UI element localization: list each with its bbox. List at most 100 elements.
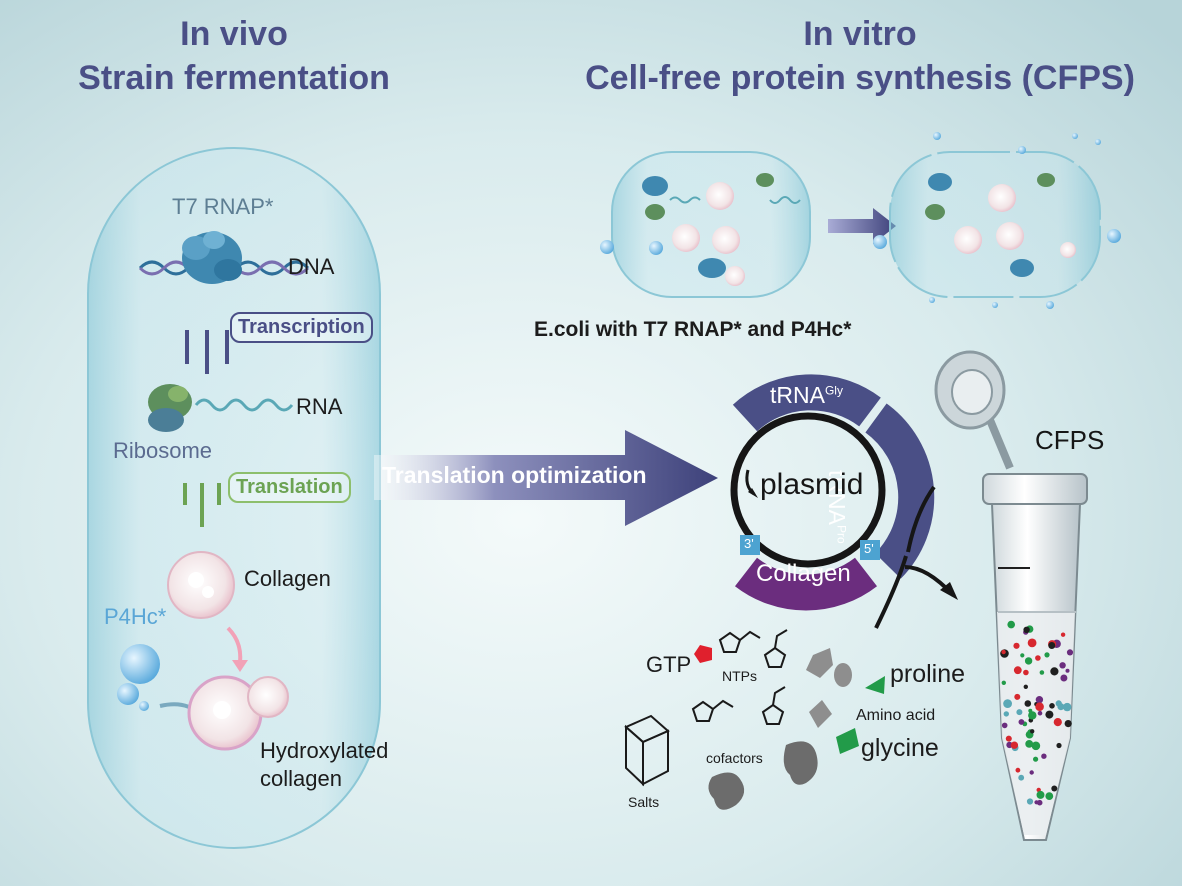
in-vivo-title-line2: Strain fermentation (78, 59, 390, 97)
trna-gly-label: tRNAGly (770, 382, 843, 409)
tube-particle (1024, 657, 1033, 665)
cofactor-icon-1 (783, 741, 818, 785)
tube-particle (1035, 702, 1044, 711)
tube-particle (1018, 719, 1025, 725)
amino-acid-label: Amino acid (856, 707, 936, 724)
tube-particle (1045, 710, 1054, 719)
tube-particle (1057, 703, 1065, 711)
ribosome-label: Ribosome (113, 438, 213, 463)
tube-particle (1030, 729, 1035, 734)
cofactors-label: cofactors (706, 750, 763, 766)
salts-label: Salts (628, 794, 660, 810)
p4hc-bubble (120, 644, 160, 684)
gtp-label: GTP (646, 652, 692, 677)
tube-particle (1053, 718, 1062, 727)
collagen-segment-label: Collagen (756, 560, 851, 587)
tube-particle (1065, 668, 1070, 673)
in-vitro-title-line2: Cell-free protein synthesis (CFPS) (585, 59, 1135, 97)
proline-icon (865, 676, 885, 694)
tube-particle (1027, 638, 1037, 648)
tube-particle (1035, 655, 1041, 661)
tube-particle (1001, 722, 1008, 729)
tube-particle (1051, 785, 1058, 792)
hydroxylated-line1: Hydroxylated (260, 738, 389, 763)
in-vitro-title: In vitro Cell-free protein synthesis (CF… (560, 12, 1160, 100)
hydroxylated-line2: collagen (260, 766, 342, 791)
tube-particle (1023, 669, 1029, 676)
tube-particle (1064, 720, 1072, 728)
tube-particle (1056, 742, 1062, 749)
collagen-label: Collagen (244, 566, 331, 591)
tube-particle (1031, 741, 1041, 751)
cfps-label: CFPS (1035, 425, 1105, 455)
tube-particle (1003, 711, 1009, 717)
tube-particle (1020, 653, 1025, 658)
in-vivo-title-line1: In vivo (180, 15, 288, 53)
tube-particles (1000, 620, 1074, 806)
tube-particle (1049, 703, 1055, 709)
amino-acid-grey-1 (806, 648, 833, 678)
t7-rnap-icon (182, 231, 242, 284)
tube-particle (1059, 662, 1066, 669)
glycine-icon (836, 728, 859, 754)
tube-particle (1036, 790, 1045, 799)
tube-particle (1014, 693, 1021, 700)
lysis-arrow (828, 208, 896, 244)
tube-particle (1066, 649, 1074, 656)
tube-particle (1033, 756, 1039, 762)
amino-acid-grey-2 (834, 663, 852, 687)
tube-particle (1023, 684, 1028, 689)
tube-particle (1060, 632, 1066, 637)
tube-particle (1041, 753, 1047, 759)
in-vitro-title-line1: In vitro (803, 15, 917, 53)
tube-particle (1013, 642, 1020, 649)
tube-particle (1023, 626, 1030, 633)
hydroxylated-collagen-label: Hydroxylated collagen (260, 737, 388, 793)
plasmid-label: plasmid (760, 468, 864, 501)
gtp-icon (694, 645, 712, 663)
trna-gly-sup: Gly (824, 383, 843, 398)
ecoli-cell-2 (889, 151, 1101, 298)
ribosome-icon (148, 384, 192, 432)
in-vivo-title: In vivo Strain fermentation (64, 12, 404, 100)
ecoli-caption: E.coli with T7 RNAP* and P4Hc* (534, 318, 852, 341)
proline-label: proline (890, 660, 966, 688)
tube-particle (1001, 680, 1006, 685)
salts-icon (624, 714, 670, 787)
tube-particle (1016, 709, 1023, 716)
glycine-label: glycine (861, 734, 939, 762)
cofactor-icon-2 (708, 772, 745, 810)
t7-rnap-label: T7 RNAP* (172, 194, 274, 219)
tube-particle (1048, 642, 1056, 649)
trna-pro-sup: Pro (834, 524, 849, 544)
tube-particle (1007, 620, 1015, 629)
translation-optimization-arrow (374, 430, 718, 526)
tube-particle (1003, 699, 1012, 708)
tube-particle (1024, 700, 1032, 707)
tube-particle (1015, 767, 1021, 773)
tube-particle (1001, 649, 1006, 655)
trna-gly-text: tRNA (770, 382, 825, 408)
tube-particle (1045, 792, 1054, 800)
tube-particle (1035, 696, 1044, 704)
tube-particle (1018, 774, 1025, 781)
tube-particle (1005, 735, 1012, 742)
tube-particle (1025, 740, 1034, 748)
tube-particle (1063, 702, 1072, 712)
tube-particle (1039, 670, 1045, 675)
tube-particle (1028, 711, 1037, 720)
translation-badge: Translation (228, 472, 351, 503)
tube-particle (1013, 666, 1022, 675)
dna-label: DNA (288, 254, 335, 279)
five-prime-label: 5' (864, 541, 874, 556)
tube-particle (1026, 798, 1034, 805)
tube-particle (1036, 799, 1043, 806)
transcription-badge: Transcription (230, 312, 373, 343)
three-prime-label: 3' (744, 536, 754, 551)
rna-label: RNA (296, 394, 343, 419)
tube-particle (1010, 741, 1019, 749)
translation-optimization-label: Translation optimization (382, 462, 647, 488)
tube-particle (1044, 652, 1050, 658)
tube-particle (1060, 674, 1068, 682)
